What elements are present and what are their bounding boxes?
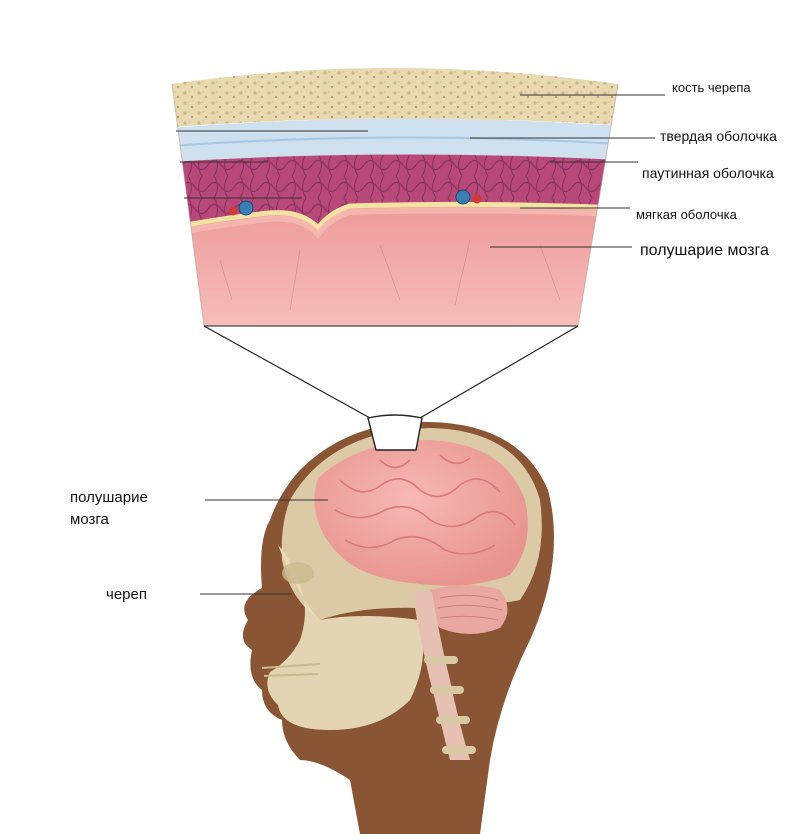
label-skull-bone: кость черепа bbox=[672, 80, 751, 95]
vein-icon bbox=[238, 200, 254, 216]
label-hemisphere-side-line1: полушарие bbox=[70, 489, 148, 506]
label-lines bbox=[176, 94, 665, 595]
label-skull: череп bbox=[106, 586, 147, 603]
vein-icon bbox=[455, 189, 471, 205]
label-dura-mater: твердая оболочка bbox=[660, 128, 777, 144]
artery-icon bbox=[472, 194, 482, 204]
label-hemisphere-side-line2: мозга bbox=[70, 511, 109, 528]
artery-icon bbox=[228, 206, 238, 216]
zoom-line-left bbox=[203, 325, 371, 419]
label-hemisphere-top: полушарие мозга bbox=[640, 242, 769, 259]
eye-socket bbox=[282, 562, 314, 584]
label-pia-mater: мягкая оболочка bbox=[636, 207, 737, 222]
teeth bbox=[261, 663, 321, 677]
brain-folds bbox=[334, 454, 516, 555]
zoom-line-right bbox=[419, 325, 579, 419]
head-illustration bbox=[242, 414, 554, 834]
vertebrae bbox=[424, 656, 476, 754]
skull-face bbox=[267, 545, 424, 730]
dura-layer bbox=[172, 118, 618, 162]
label-arachnoid: паутинная оболочка bbox=[642, 165, 774, 181]
zoom-window bbox=[367, 414, 423, 451]
magnified-section bbox=[172, 68, 618, 326]
cerebellum bbox=[428, 585, 508, 634]
pia-layer bbox=[172, 201, 618, 232]
